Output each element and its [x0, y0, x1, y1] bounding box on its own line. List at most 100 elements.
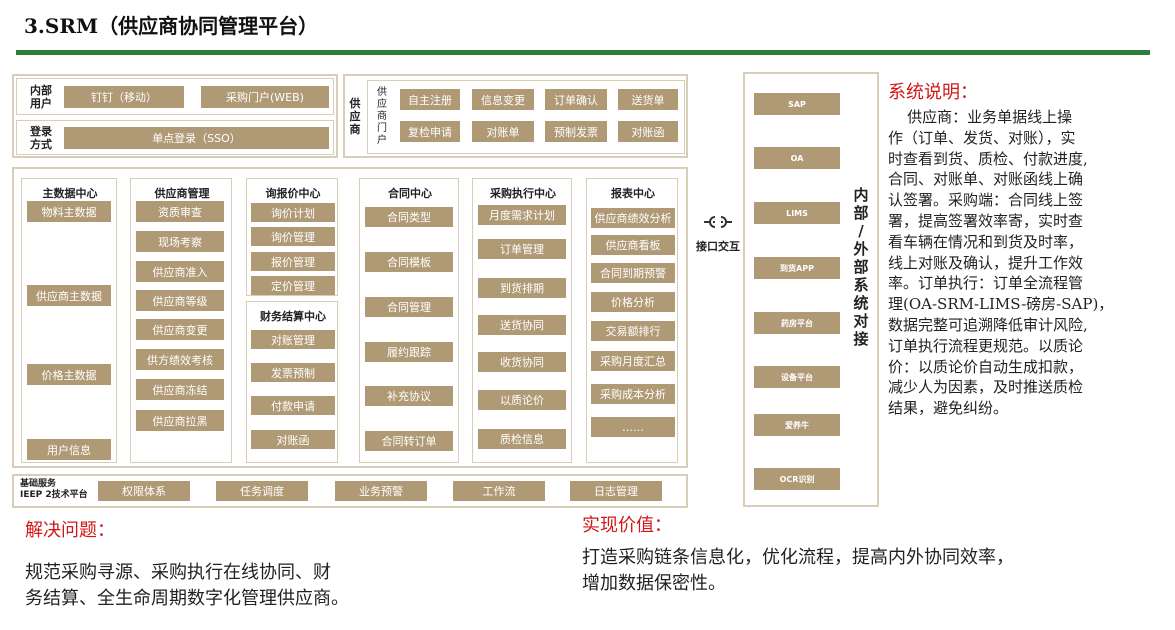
- self-registration-button[interactable]: 自主注册: [400, 89, 460, 110]
- module-title: 财务结算中心: [260, 310, 326, 323]
- supplier-management: 供应商管理 资质审查 现场考察 供应商准入 供应商等级 供应商变更 供方绩效考核…: [130, 178, 232, 463]
- base-services-label: 基础服务 IEEP 2技术平台: [20, 479, 88, 500]
- desc-line: 订单执行流程更规范。以质论: [888, 336, 1084, 355]
- problem-heading: 解决问题：: [25, 520, 115, 541]
- external-systems-label: 内 部 / 外 部 系 统 对 接: [853, 186, 869, 348]
- login-method-label: 登录 方式: [30, 124, 52, 151]
- module-item[interactable]: 对账管理: [251, 330, 335, 349]
- desc-line: 作（订单、发货、对账），实: [888, 128, 1076, 147]
- module-item[interactable]: 资质审查: [136, 201, 224, 222]
- module-item[interactable]: 订单管理: [478, 239, 566, 259]
- module-item[interactable]: 价格分析: [591, 292, 675, 312]
- task-scheduling-button[interactable]: 任务调度: [216, 481, 308, 501]
- module-item[interactable]: 供应商变更: [136, 319, 224, 340]
- module-item[interactable]: 采购月度汇总: [591, 351, 675, 371]
- module-title: 主数据中心: [42, 187, 98, 200]
- system-pharmacy-platform[interactable]: 药房平台: [754, 312, 840, 334]
- desc-line: 供应商：业务单据线上操: [888, 108, 1073, 126]
- problem-line: 务结算、全生命周期数字化管理供应商。: [25, 588, 349, 609]
- module-item[interactable]: 报价管理: [251, 252, 335, 271]
- module-item[interactable]: ……: [591, 417, 675, 437]
- desc-line: 减少人为因素，及时推送质检: [888, 378, 1084, 397]
- system-oa[interactable]: OA: [754, 147, 840, 169]
- info-change-button[interactable]: 信息变更: [472, 89, 534, 110]
- business-alert-button[interactable]: 业务预警: [335, 481, 427, 501]
- module-item[interactable]: 对账函: [251, 430, 335, 449]
- desc-line: 率。订单执行：订单全流程管: [888, 274, 1084, 293]
- module-item[interactable]: 履约跟踪: [365, 342, 453, 362]
- module-item[interactable]: 供应商冻结: [136, 379, 224, 400]
- sso-button[interactable]: 单点登录（SSO）: [64, 127, 329, 149]
- dingtalk-mobile-button[interactable]: 钉钉（移动）: [64, 86, 184, 108]
- recheck-request-button[interactable]: 复检申请: [400, 121, 460, 142]
- value-heading: 实现价值：: [582, 515, 672, 536]
- module-item[interactable]: 询价管理: [251, 227, 335, 246]
- system-sap[interactable]: SAP: [754, 93, 840, 115]
- module-item[interactable]: 定价管理: [251, 276, 335, 295]
- desc-line: 认签署。采购端：合同线上签: [888, 191, 1084, 210]
- problem-line: 规范采购寻源、采购执行在线协同、财: [25, 562, 331, 583]
- pre-invoice-button[interactable]: 预制发票: [545, 121, 607, 142]
- module-item[interactable]: 发票预制: [251, 363, 335, 382]
- module-title: 合同中心: [388, 187, 432, 200]
- module-item[interactable]: 合同模板: [365, 252, 453, 272]
- module-item[interactable]: 交易额排行: [591, 321, 675, 341]
- system-desc-text: 供应商：业务单据线上操 作（订单、发货、对账），实 时查看到货、质检、付款进度,…: [888, 107, 1168, 419]
- desc-line: 理(OA-SRM-LIMS-磅房-SAP)，: [888, 295, 1114, 314]
- supplier-portal-grid: 自主注册 信息变更 订单确认 送货单 复检申请 对账单 预制发票 对账函: [400, 87, 680, 151]
- module-item[interactable]: 供应商主数据: [27, 285, 111, 306]
- module-item[interactable]: 用户信息: [27, 439, 111, 460]
- module-item[interactable]: 合同到期预警: [591, 263, 675, 283]
- system-arrival-app[interactable]: 到货APP: [754, 257, 840, 279]
- contract-center: 合同中心 合同类型 合同模板 合同管理 履约跟踪 补充协议 合同转订单: [359, 178, 459, 463]
- module-item[interactable]: 合同类型: [365, 207, 453, 227]
- inquiry-quotation-center: 询报价中心 询价计划 询价管理 报价管理 定价管理: [246, 178, 338, 296]
- module-item[interactable]: 付款申请: [251, 396, 335, 415]
- module-item[interactable]: 月度需求计划: [478, 205, 566, 225]
- system-aiyangniu[interactable]: 爱养牛: [754, 414, 840, 436]
- log-management-button[interactable]: 日志管理: [570, 481, 662, 501]
- module-item[interactable]: 供应商准入: [136, 261, 224, 282]
- workflow-button[interactable]: 工作流: [453, 481, 545, 501]
- desc-line: 时查看到货、质检、付款进度,: [888, 149, 1088, 168]
- module-item[interactable]: 现场考察: [136, 231, 224, 252]
- module-item[interactable]: 供应商看板: [591, 235, 675, 255]
- system-desc-heading: 系统说明：: [888, 82, 978, 103]
- users-login-panel: 内部 用户 钉钉（移动） 采购门户(WEB) 登录 方式 单点登录（SSO）: [12, 74, 338, 158]
- module-item[interactable]: 到货排期: [478, 278, 566, 298]
- statement-button[interactable]: 对账单: [472, 121, 534, 142]
- purchase-portal-web-button[interactable]: 采购门户(WEB): [201, 86, 329, 108]
- module-item[interactable]: 收货协同: [478, 352, 566, 372]
- module-item[interactable]: 送货协同: [478, 315, 566, 335]
- order-confirm-button[interactable]: 订单确认: [545, 89, 607, 110]
- module-item[interactable]: 供应商绩效分析: [591, 208, 675, 228]
- supplier-portal-inner: 供 应 商 门 户 自主注册 信息变更 订单确认 送货单 复检申请 对账单 预制…: [367, 80, 685, 154]
- system-device-platform[interactable]: 设备平台: [754, 366, 840, 388]
- desc-line: 结果，避免纠纷。: [888, 399, 1009, 418]
- module-item[interactable]: 价格主数据: [27, 364, 111, 385]
- module-item[interactable]: 询价计划: [251, 203, 335, 222]
- module-item[interactable]: 供方绩效考核: [136, 349, 224, 370]
- page-title: 3.SRM（供应商协同管理平台）: [24, 14, 319, 38]
- module-item[interactable]: 以质论价: [478, 390, 566, 410]
- value-line: 打造采购链条信息化，优化流程，提高内外协同效率，: [582, 547, 1014, 568]
- reconciliation-letter-button[interactable]: 对账函: [618, 121, 678, 142]
- desc-line: 数据完整可追溯降低审计风险,: [888, 315, 1088, 334]
- module-item[interactable]: 供应商拉黑: [136, 410, 224, 431]
- delivery-note-button[interactable]: 送货单: [618, 89, 678, 110]
- external-systems-panel: SAP OA LIMS 到货APP 药房平台 设备平台 爱养牛 OCR识别 内 …: [743, 72, 879, 507]
- system-ocr[interactable]: OCR识别: [754, 468, 840, 490]
- system-lims[interactable]: LIMS: [754, 202, 840, 224]
- module-item[interactable]: 合同转订单: [365, 431, 453, 451]
- permission-system-button[interactable]: 权限体系: [98, 481, 190, 501]
- login-method-row: 登录 方式 单点登录（SSO）: [16, 120, 334, 155]
- module-item[interactable]: 合同管理: [365, 297, 453, 317]
- module-item[interactable]: 供应商等级: [136, 290, 224, 311]
- link-icon: [700, 214, 736, 230]
- module-item[interactable]: 物料主数据: [27, 201, 111, 222]
- module-item[interactable]: 质检信息: [478, 429, 566, 449]
- module-item[interactable]: 补充协议: [365, 386, 453, 406]
- module-item[interactable]: 采购成本分析: [591, 384, 675, 404]
- module-title: 采购执行中心: [490, 187, 556, 200]
- value-line: 增加数据保密性。: [582, 573, 726, 594]
